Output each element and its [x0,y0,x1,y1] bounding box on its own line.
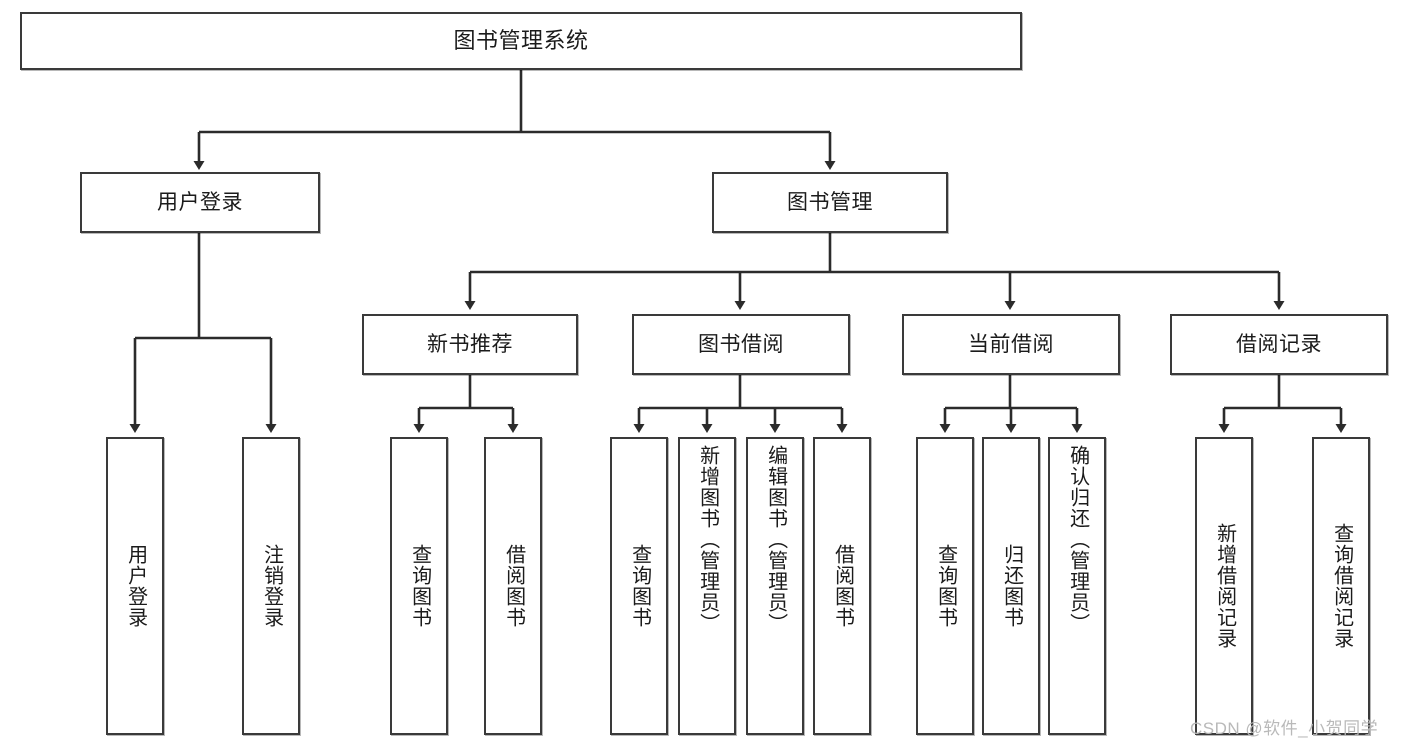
node-new-book-recommend[interactable]: 新书推荐 [362,314,578,375]
node-label: 借阅记录 [1236,332,1322,356]
node-leaf-query-book-borrow[interactable]: 查询图书 [610,437,668,735]
node-label: 用户登录 [157,190,243,214]
node-leaf-borrow-book-recommend[interactable]: 借阅图书 [484,437,542,735]
node-leaf-return-book[interactable]: 归还图书 [982,437,1040,735]
node-root-system[interactable]: 图书管理系统 [20,12,1022,70]
node-book-borrow[interactable]: 图书借阅 [632,314,850,375]
node-leaf-borrow-book[interactable]: 借阅图书 [813,437,871,735]
node-leaf-add-borrow-record[interactable]: 新增借阅记录 [1195,437,1253,735]
node-label: 新书推荐 [427,332,513,356]
node-leaf-confirm-return-admin[interactable]: 确认归还（管理员） [1048,437,1106,735]
node-label: 新增图书（管理员） [696,445,719,634]
node-label: 查询借阅记录 [1330,523,1353,649]
node-label: 图书借阅 [698,332,784,356]
node-label: 当前借阅 [968,332,1054,356]
node-borrow-record[interactable]: 借阅记录 [1170,314,1388,375]
node-label: 查询图书 [934,544,957,628]
node-label: 借阅图书 [502,544,525,628]
node-label: 借阅图书 [831,544,854,628]
node-leaf-query-book-current[interactable]: 查询图书 [916,437,974,735]
node-user-login[interactable]: 用户登录 [80,172,320,233]
node-label: 图书管理系统 [453,27,589,53]
node-book-management[interactable]: 图书管理 [712,172,948,233]
node-label: 查询图书 [628,544,651,628]
node-leaf-edit-book-admin[interactable]: 编辑图书（管理员） [746,437,804,735]
node-label: 查询图书 [408,544,431,628]
node-leaf-add-book-admin[interactable]: 新增图书（管理员） [678,437,736,735]
node-leaf-query-book-recommend[interactable]: 查询图书 [390,437,448,735]
node-leaf-user-login[interactable]: 用户登录 [106,437,164,735]
node-label: 确认归还（管理员） [1066,445,1089,634]
node-current-borrow[interactable]: 当前借阅 [902,314,1120,375]
watermark-text: CSDN @软件_小贺同学 [1190,719,1379,738]
node-label: 图书管理 [787,190,873,214]
node-leaf-query-borrow-record[interactable]: 查询借阅记录 [1312,437,1370,735]
node-label: 新增借阅记录 [1213,523,1236,649]
node-label: 注销登录 [260,544,283,628]
node-label: 归还图书 [1000,544,1023,628]
node-label: 编辑图书（管理员） [764,445,787,634]
node-label: 用户登录 [124,544,147,628]
node-leaf-logout[interactable]: 注销登录 [242,437,300,735]
